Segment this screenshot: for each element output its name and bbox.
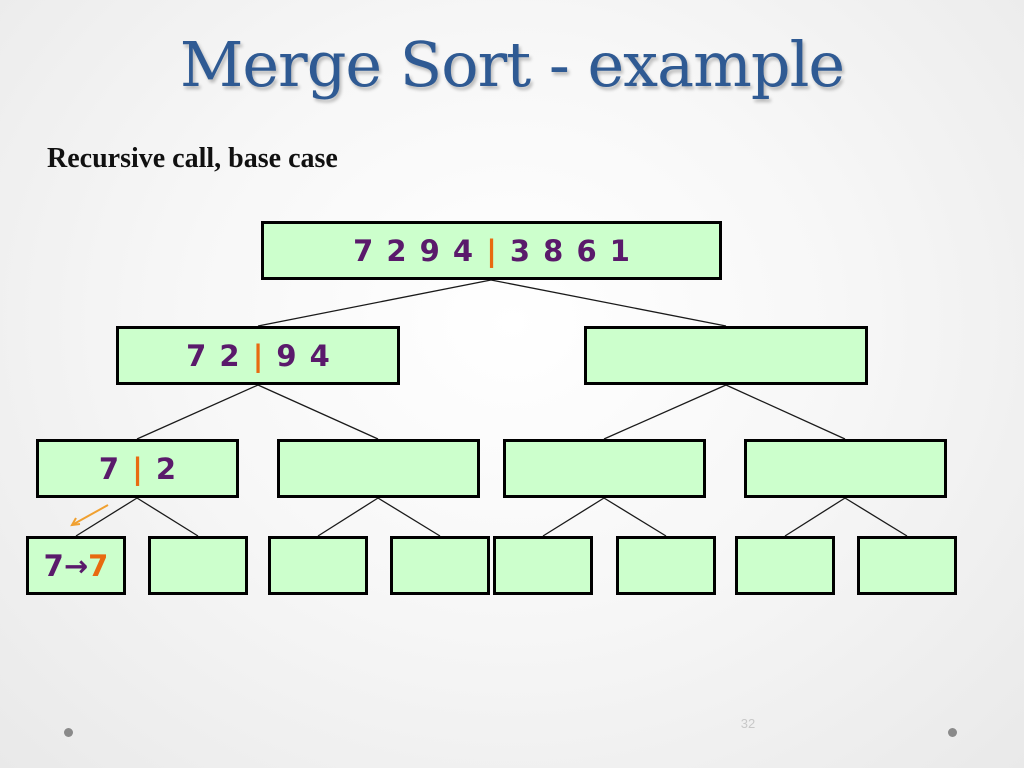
dot-icon	[64, 728, 73, 737]
node-l3a-result: 7	[88, 548, 109, 583]
edge-l2a-l3b	[136, 497, 199, 537]
return-arrow-icon	[70, 504, 109, 527]
edge-l1a-l2a	[136, 384, 259, 440]
node-level2-a: 7 | 2	[36, 439, 239, 498]
node-level3-d	[390, 536, 490, 595]
node-level3-a: 7→7	[26, 536, 126, 595]
node-level2-c	[503, 439, 706, 498]
split-separator: |	[132, 451, 143, 486]
edge-l2c-l3e	[542, 497, 605, 537]
node-level3-f	[616, 536, 716, 595]
edge-l1b-l2c	[603, 384, 727, 440]
node-level3-c	[268, 536, 368, 595]
node-level3-e	[493, 536, 593, 595]
node-level2-b	[277, 439, 480, 498]
edge-l2b-l3d	[377, 497, 441, 537]
slide-subtitle: Recursive call, base case	[47, 143, 338, 174]
edge-l2c-l3f	[603, 497, 667, 537]
edge-root-l1a	[257, 279, 492, 327]
node-level3-b	[148, 536, 248, 595]
dot-icon	[948, 728, 957, 737]
node-level3-h	[857, 536, 957, 595]
page-number: 32	[740, 716, 756, 731]
node-l1a-right: 9 4	[276, 338, 330, 373]
edge-l2a-l3a	[75, 497, 138, 537]
node-level3-g	[735, 536, 835, 595]
edge-l2b-l3c	[317, 497, 379, 537]
slide-title: Merge Sort - example	[179, 28, 845, 101]
node-l3a-input: 7	[43, 548, 64, 583]
split-separator: |	[252, 338, 264, 373]
node-root-right: 3 8 6 1	[509, 233, 630, 268]
edge-l2d-l3h	[844, 497, 908, 537]
node-l1a-left: 7 2	[186, 338, 240, 373]
edge-l2d-l3g	[784, 497, 846, 537]
node-root: 7 2 9 4 | 3 8 6 1	[261, 221, 722, 280]
node-level1-right	[584, 326, 868, 385]
node-level2-d	[744, 439, 947, 498]
node-l2a-left: 7	[98, 451, 120, 486]
edge-l1b-l2d	[725, 384, 846, 440]
node-l2a-right: 2	[155, 451, 177, 486]
node-root-left: 7 2 9 4	[353, 233, 474, 268]
result-arrow-icon: →	[63, 548, 89, 583]
node-level1-left: 7 2 | 9 4	[116, 326, 400, 385]
edge-l1a-l2b	[257, 384, 379, 440]
split-separator: |	[486, 233, 497, 268]
edge-root-l1b	[490, 279, 727, 327]
